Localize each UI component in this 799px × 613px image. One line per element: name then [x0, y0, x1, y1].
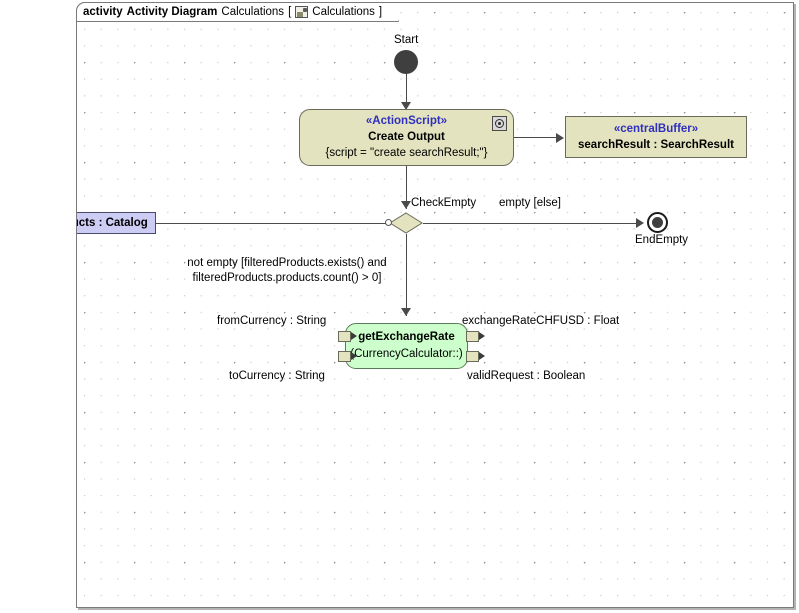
edge-guard-not-empty-line1: not empty [filteredProducts.exists() and — [187, 257, 387, 269]
output-pin-exchange-rate-label: exchangeRateCHFUSD : Float — [462, 315, 620, 327]
buffer-node-stereotype: «centralBuffer» — [613, 122, 699, 135]
input-pin-from-currency-arrow — [351, 332, 357, 340]
frame-keyword: activity — [83, 6, 123, 18]
output-pin-valid-request-label: validRequest : Boolean — [467, 370, 586, 382]
activity-diagram-frame: Start «ActionScript» Create Output {scri… — [76, 2, 794, 608]
action-node-script-body: {script = "create searchResult;"} — [325, 147, 488, 159]
start-node-label: Start — [394, 34, 419, 46]
frame-bracket-open: [ — [288, 6, 292, 18]
script-icon — [492, 116, 507, 131]
edge-check-empty-to-get-exchange-rate — [406, 234, 407, 316]
final-node-label: EndEmpty — [635, 234, 689, 246]
edge-arrow-check-empty-to-end-empty — [636, 218, 644, 228]
call-behavior-action-get-exchange-rate[interactable]: getExchangeRate (CurrencyCalculator::) — [345, 323, 468, 369]
frame-name: Calculations — [221, 6, 285, 18]
activity-diagram-icon — [295, 6, 308, 18]
action-node-name: Create Output — [368, 131, 445, 143]
edge-arrow-create-output-to-buffer — [556, 133, 564, 143]
frame-type-label: Activity Diagram — [126, 6, 218, 18]
edge-filtered-products-to-check-empty — [156, 223, 389, 224]
edge-create-output-to-check-empty — [406, 166, 407, 209]
output-pin-exchange-rate[interactable] — [466, 331, 479, 342]
input-pin-to-currency-arrow — [351, 352, 357, 360]
object-node-search-result[interactable]: «centralBuffer» searchResult : SearchRes… — [565, 116, 747, 158]
call-node-name: getExchangeRate — [358, 331, 455, 343]
input-pin-to-currency-label: toCurrency : String — [229, 370, 325, 382]
edge-guard-empty: empty [else] — [499, 197, 561, 209]
object-node-filtered-products[interactable]: filteredProducts : Catalog — [77, 212, 156, 234]
input-pin-from-currency[interactable] — [338, 331, 351, 342]
action-node-stereotype: «ActionScript» — [365, 115, 448, 127]
object-node-filtered-products-label: filteredProducts : Catalog — [77, 217, 148, 229]
frame-qualified-name: Calculations — [312, 6, 375, 18]
action-node-create-output[interactable]: «ActionScript» Create Output {script = "… — [299, 109, 514, 166]
decision-input-pin — [385, 219, 392, 226]
output-pin-exchange-rate-arrow — [479, 332, 485, 340]
edge-arrow-start-to-create-output — [401, 102, 411, 110]
edge-guard-not-empty-line2: filteredProducts.products.count() > 0] — [192, 272, 382, 284]
output-pin-valid-request-arrow — [479, 352, 485, 360]
edge-create-output-to-buffer — [514, 137, 561, 138]
frame-bracket-close: ] — [378, 6, 383, 18]
edge-arrow-create-output-to-check-empty — [401, 201, 411, 209]
buffer-node-name: searchResult : SearchResult — [578, 138, 734, 151]
output-pin-valid-request[interactable] — [466, 351, 479, 362]
edge-arrow-check-empty-to-get-exchange-rate — [401, 308, 411, 316]
final-node-end-empty[interactable] — [647, 212, 668, 233]
input-pin-to-currency[interactable] — [338, 351, 351, 362]
edge-check-empty-to-end-empty — [423, 223, 642, 224]
decision-node-check-empty[interactable] — [389, 212, 423, 234]
input-pin-from-currency-label: fromCurrency : String — [217, 315, 327, 327]
initial-node-start[interactable] — [394, 50, 418, 74]
call-node-qualifier: (CurrencyCalculator::) — [350, 348, 463, 360]
diagram-frame-header: activity Activity Diagram Calculations [… — [76, 2, 399, 22]
decision-node-label: CheckEmpty — [411, 197, 477, 209]
edge-start-to-create-output — [406, 74, 407, 110]
